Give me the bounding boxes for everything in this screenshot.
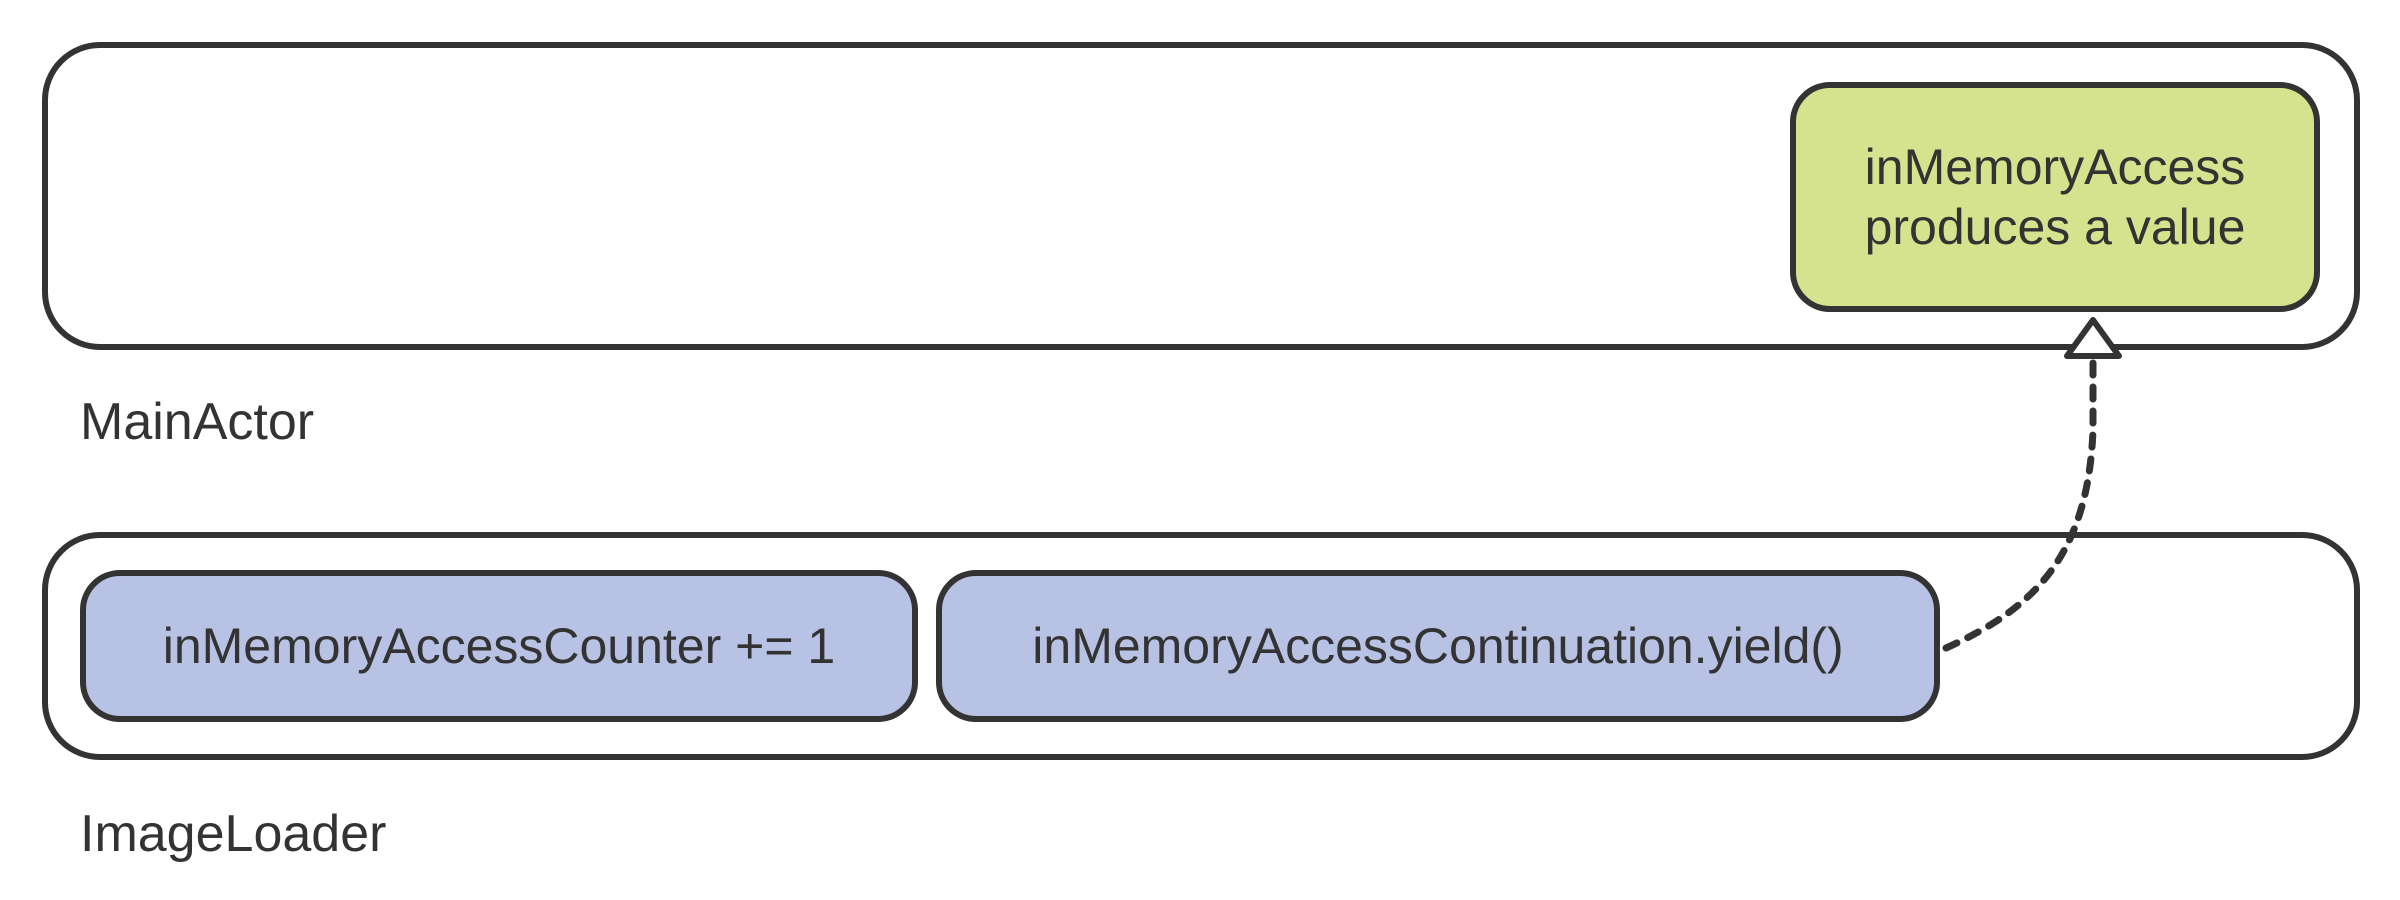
produces-value-line-1: inMemoryAccess: [1864, 139, 2246, 195]
main-actor-label: MainActor: [80, 393, 315, 451]
produces-value-node: inMemoryAccess produces a value: [1790, 82, 2320, 312]
produces-value-line-2: produces a value: [1864, 199, 2246, 255]
image-loader-label: ImageLoader: [80, 805, 387, 863]
continuation-yield-node: inMemoryAccessContinuation.yield(): [936, 570, 1940, 722]
counter-increment-node: inMemoryAccessCounter += 1: [80, 570, 918, 722]
continuation-yield-text: inMemoryAccessContinuation.yield(): [1032, 618, 1844, 674]
counter-increment-text: inMemoryAccessCounter += 1: [162, 618, 836, 674]
